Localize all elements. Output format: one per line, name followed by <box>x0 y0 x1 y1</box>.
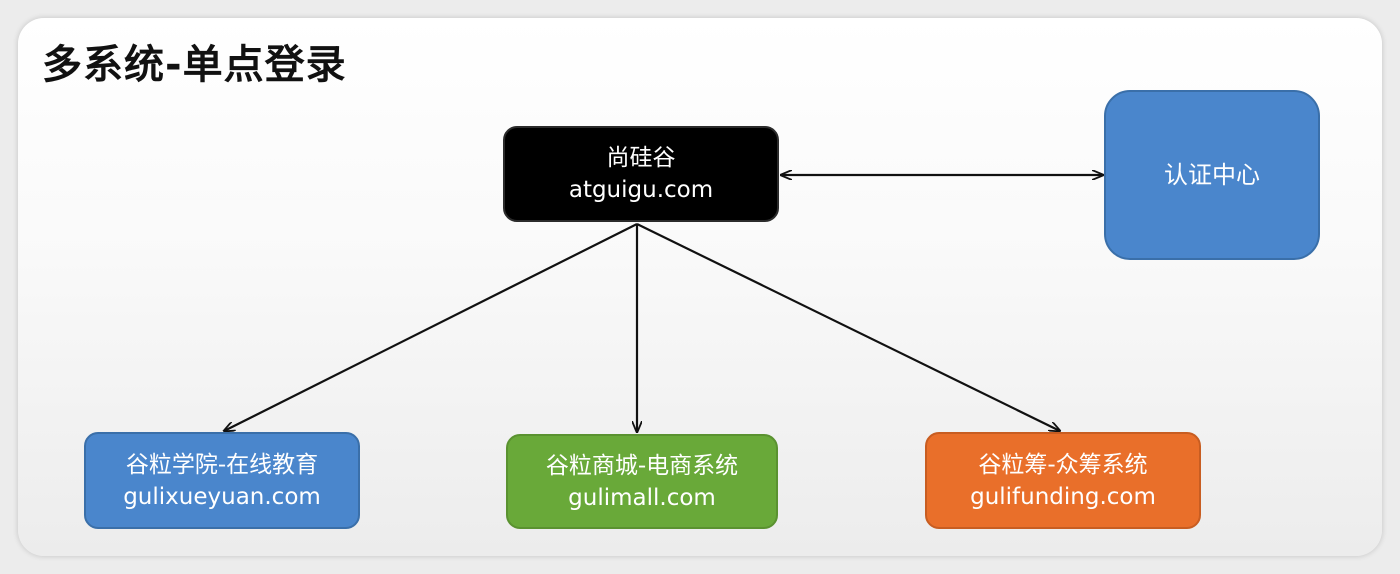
edge-portal-fund <box>636 223 1060 431</box>
page-title: 多系统-单点登录 <box>42 42 347 88</box>
node-auth-center: 认证中心 <box>1104 90 1320 260</box>
connector-layer <box>18 18 1382 556</box>
node-atguigu-domain: atguigu.com <box>568 177 714 203</box>
node-gulifunding-name: 谷粒筹-众筹系统 <box>978 451 1148 478</box>
node-gulixueyuan-name: 谷粒学院-在线教育 <box>125 451 319 478</box>
node-atguigu-name: 尚硅谷 <box>606 145 676 171</box>
node-gulixueyuan: 谷粒学院-在线教育 gulixueyuan.com <box>84 432 360 529</box>
node-gulimall: 谷粒商城-电商系统 gulimall.com <box>506 434 778 529</box>
node-auth-center-name: 认证中心 <box>1164 161 1260 189</box>
node-gulimall-domain: gulimall.com <box>568 484 716 511</box>
node-gulifunding-domain: gulifunding.com <box>970 483 1156 510</box>
slide-canvas: 多系统-单点登录 尚硅谷 atguigu.com 认证中心 谷粒学院-在线教育 … <box>18 18 1382 556</box>
node-gulimall-name: 谷粒商城-电商系统 <box>545 452 739 479</box>
node-gulixueyuan-domain: gulixueyuan.com <box>123 483 321 510</box>
node-gulifunding: 谷粒筹-众筹系统 gulifunding.com <box>925 432 1201 529</box>
node-atguigu: 尚硅谷 atguigu.com <box>503 126 779 222</box>
edge-portal-edu <box>224 223 638 431</box>
